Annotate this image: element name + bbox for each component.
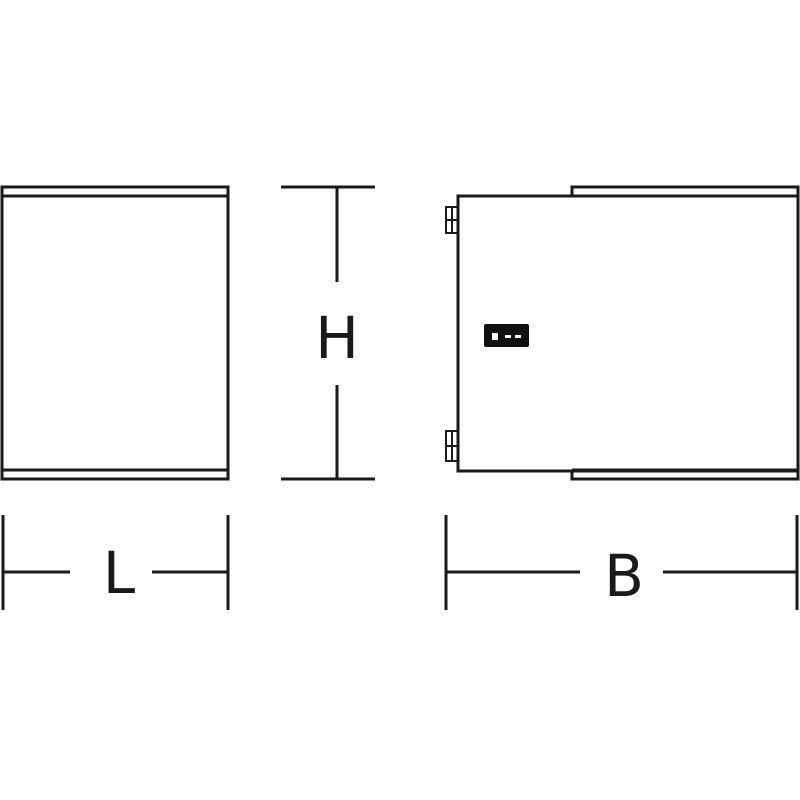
lock-icon	[484, 324, 529, 347]
width-dimension: B	[444, 515, 799, 610]
hinge-bottom	[445, 430, 459, 462]
cabinet-door	[456, 194, 800, 473]
height-label: H	[315, 304, 359, 372]
front-view	[445, 185, 800, 481]
length-dimension: L	[1, 515, 230, 610]
hinge-top	[445, 206, 459, 234]
side-view	[0, 185, 230, 481]
height-dimension: H	[281, 185, 375, 481]
front-view-body	[570, 185, 800, 481]
width-label: B	[604, 542, 644, 610]
side-view-body	[0, 185, 230, 481]
lock-keyhole	[492, 333, 498, 340]
length-label: L	[103, 539, 135, 607]
